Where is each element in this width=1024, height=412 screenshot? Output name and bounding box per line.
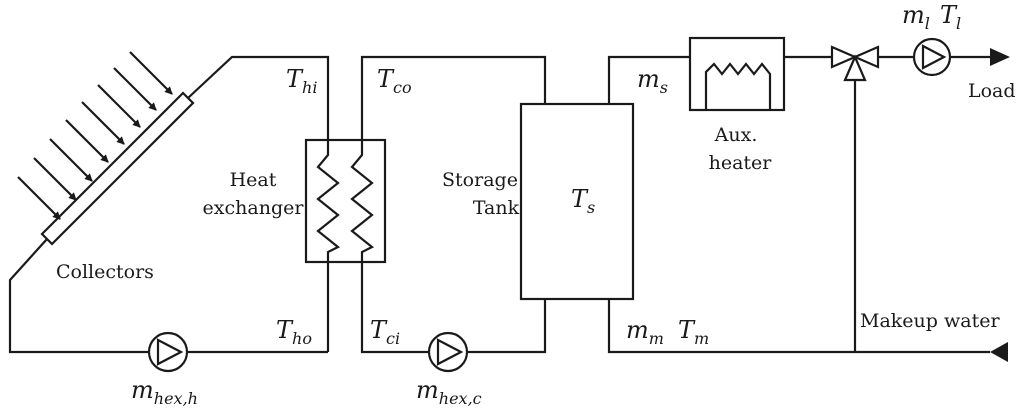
- m-hex-h-symbol: mhex,h: [131, 376, 198, 408]
- storage-tank: [519, 102, 635, 301]
- t-hi-symbol: Thi: [286, 65, 317, 97]
- t-s-symbol: Ts: [571, 185, 595, 217]
- t-ho-symbol: Tho: [276, 316, 312, 348]
- collector-loop-piping: [8, 55, 330, 354]
- load-label: Load: [968, 80, 1016, 102]
- solar-radiation-arrows: [17, 51, 173, 220]
- pump-load: [912, 37, 952, 77]
- heat-exchanger-label-1: Heat: [230, 169, 277, 191]
- pump-hot-side: [147, 331, 189, 373]
- m-l-symbol: ml: [902, 1, 930, 33]
- makeup-water-label: Makeup water: [860, 310, 1000, 332]
- aux-heater-label-1: Aux.: [714, 124, 758, 146]
- pump-cold-side: [427, 331, 469, 373]
- storage-loop-piping: [360, 55, 547, 354]
- hex-cold-coil: [350, 140, 375, 262]
- collector-panel: [40, 91, 195, 246]
- auxiliary-heater: [688, 36, 786, 112]
- t-ci-symbol: Tci: [370, 316, 400, 348]
- mixing-valve: [830, 45, 880, 82]
- m-s-symbol: ms: [637, 65, 668, 97]
- heat-exchanger: [304, 138, 387, 264]
- load-arrow-icon: [990, 48, 1010, 66]
- m-m-symbol: mm: [626, 316, 664, 348]
- makeup-arrow-icon: [990, 342, 1008, 362]
- collectors-label: Collectors: [56, 261, 154, 283]
- load-piping: [607, 48, 1010, 104]
- storage-label-2: Tank: [473, 197, 520, 219]
- t-m-symbol: Tm: [678, 316, 709, 348]
- t-l-symbol: Tl: [940, 1, 961, 33]
- storage-label-1: Storage: [442, 169, 518, 191]
- t-co-symbol: Tco: [377, 65, 412, 97]
- aux-heater-label-2: heater: [709, 152, 773, 174]
- hex-hot-coil: [316, 140, 341, 262]
- heater-element: [704, 62, 772, 110]
- makeup-water-piping: [607, 80, 1008, 362]
- heat-exchanger-label-2: exchanger: [203, 197, 305, 219]
- m-hex-c-symbol: mhex,c: [416, 376, 482, 408]
